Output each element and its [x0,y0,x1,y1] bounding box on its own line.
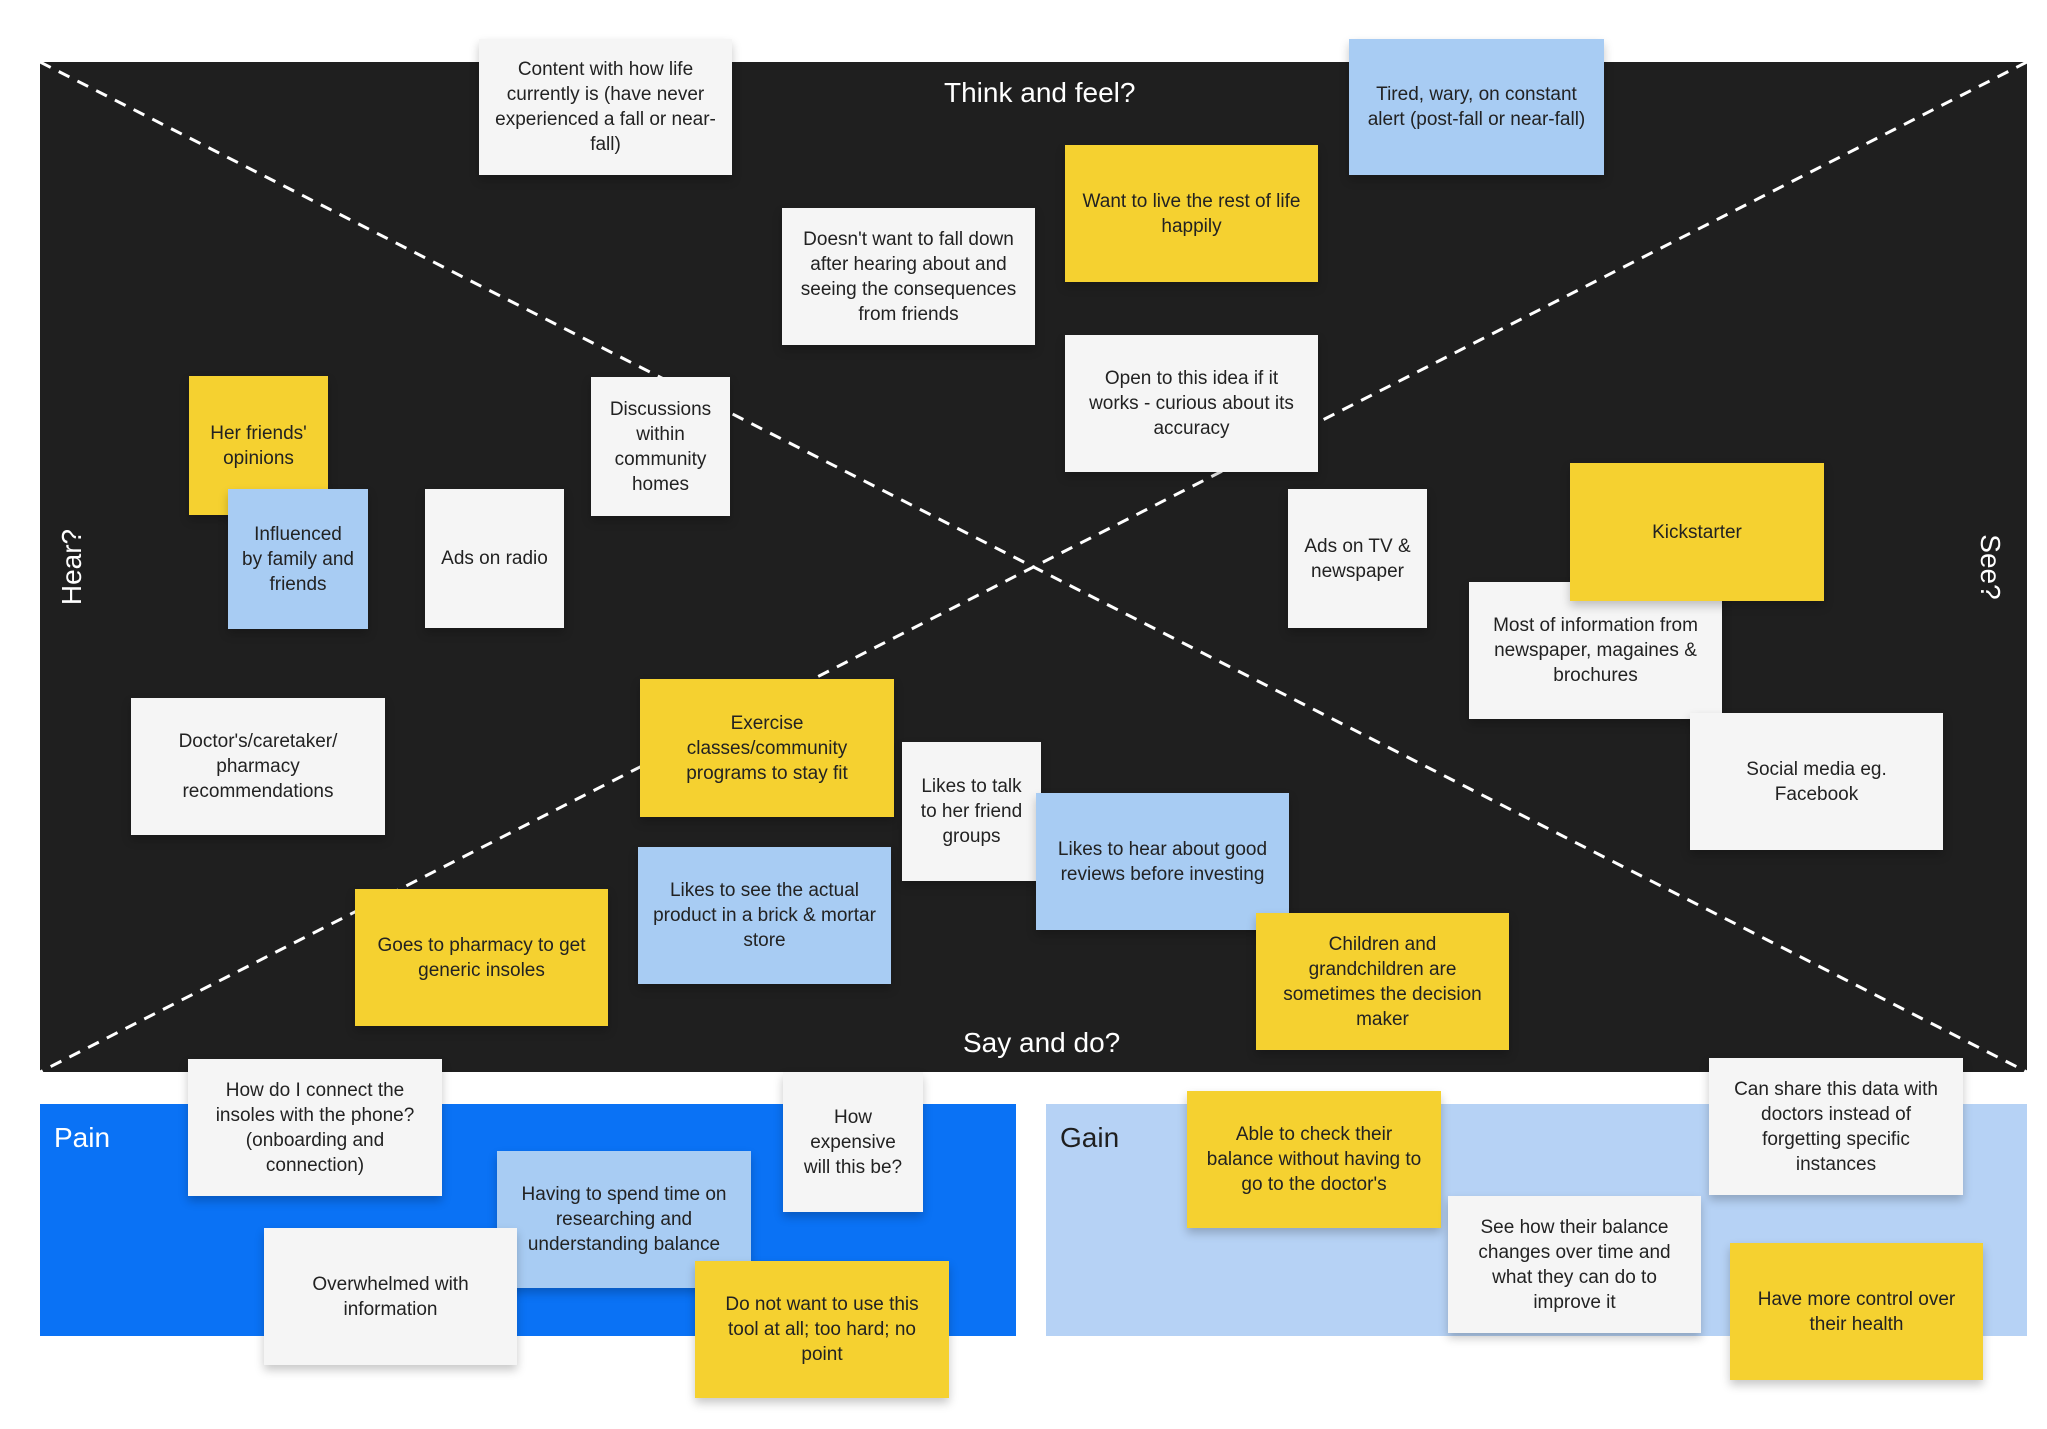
note-overwhelmed[interactable]: Overwhelmed with information [264,1228,517,1365]
note-spend-time[interactable]: Having to spend time on researching and … [497,1151,751,1288]
note-pharmacy-insoles[interactable]: Goes to pharmacy to get generic insoles [355,889,608,1026]
pain-label: Pain [54,1122,111,1153]
note-doctors-recs[interactable]: Doctor's/caretaker/ pharmacy recommendat… [131,698,385,835]
note-social-media[interactable]: Social media eg. Facebook [1690,713,1943,850]
note-good-reviews[interactable]: Likes to hear about good reviews before … [1036,793,1289,930]
note-kickstarter[interactable]: Kickstarter [1570,463,1824,601]
note-how-expensive[interactable]: How expensive will this be? [783,1072,923,1212]
say-do-label: Say and do? [963,1027,1121,1058]
note-ads-radio[interactable]: Ads on radio [425,489,564,628]
hear-label: Hear? [56,528,87,606]
note-check-balance[interactable]: Able to check their balance without havi… [1187,1091,1441,1228]
note-content-with-life[interactable]: Content with how life currently is (have… [479,39,732,175]
note-more-control[interactable]: Have more control over their health [1730,1243,1983,1380]
note-ads-tv[interactable]: Ads on TV & newspaper [1288,489,1427,628]
note-children-decision[interactable]: Children and grandchildren are sometimes… [1256,913,1509,1050]
note-likes-talk[interactable]: Likes to talk to her friend groups [902,742,1041,881]
note-share-data[interactable]: Can share this data with doctors instead… [1709,1058,1963,1195]
think-feel-label: Think and feel? [944,77,1136,108]
note-discussions[interactable]: Discussions within community homes [591,377,730,516]
note-see-product[interactable]: Likes to see the actual product in a bri… [638,847,891,984]
note-influenced-family[interactable]: Influenced by family and friends [228,489,368,629]
see-label: See? [1975,534,2006,600]
note-live-happily[interactable]: Want to live the rest of life happily [1065,145,1318,282]
note-connect-insoles[interactable]: How do I connect the insoles with the ph… [188,1059,442,1196]
note-see-changes[interactable]: See how their balance changes over time … [1448,1196,1701,1333]
note-doesnt-want-fall[interactable]: Doesn't want to fall down after hearing … [782,208,1035,345]
note-most-info[interactable]: Most of information from newspaper, maga… [1469,582,1722,719]
gain-label: Gain [1060,1122,1120,1153]
note-open-to-idea[interactable]: Open to this idea if it works - curious … [1065,335,1318,472]
note-exercise-classes[interactable]: Exercise classes/community programs to s… [640,679,894,817]
note-tired-wary[interactable]: Tired, wary, on constant alert (post-fal… [1349,39,1604,175]
note-not-use-tool[interactable]: Do not want to use this tool at all; too… [695,1261,949,1398]
